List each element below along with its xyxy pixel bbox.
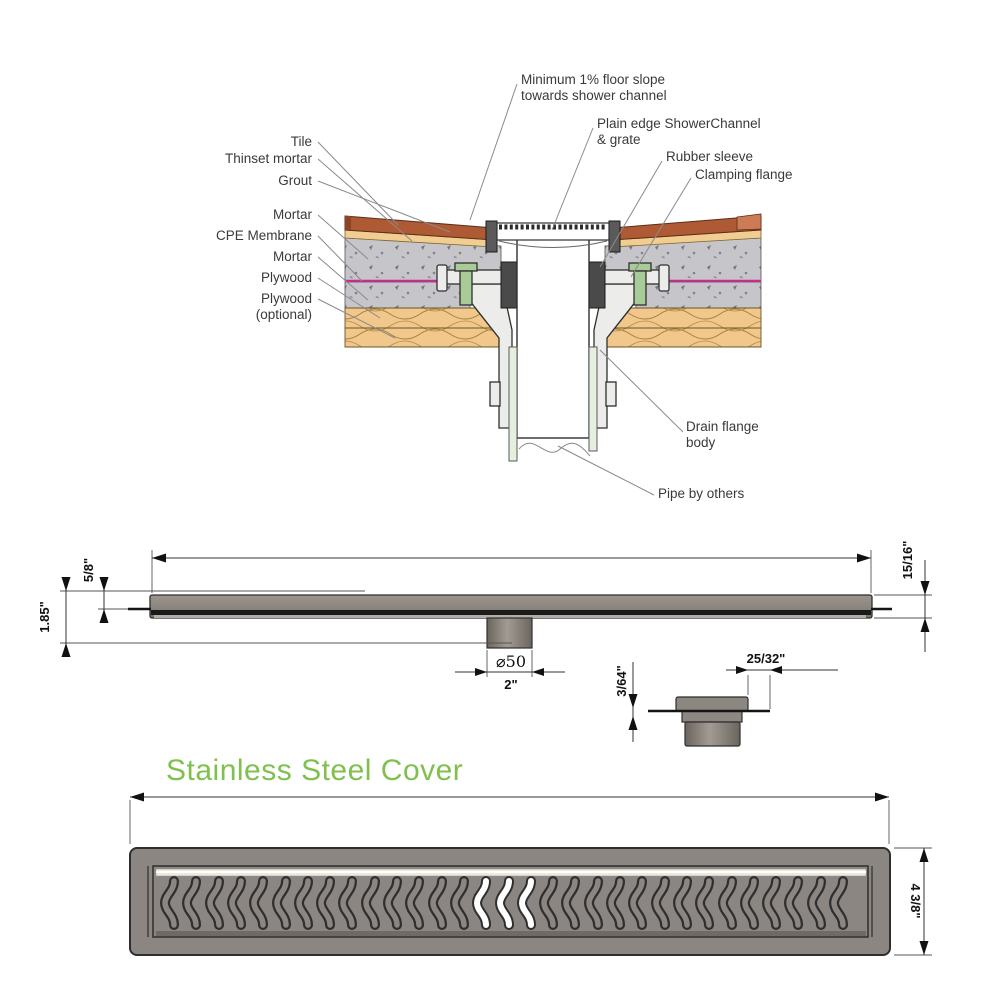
channel-bowl-line: [498, 240, 608, 248]
floor-slab-left: [344, 215, 502, 348]
dim-outlet-edge-offset: 25/32": [747, 651, 786, 666]
plywood-optional-layer: [606, 327, 762, 348]
label-pipe-by-others: Pipe by others: [658, 486, 745, 501]
flange-end-cap-left: [436, 264, 448, 292]
dim-body-height: 15/16": [900, 541, 915, 580]
label-floor-slope-2: towards shower channel: [521, 88, 667, 103]
outlet-end-view: [648, 696, 770, 747]
label-mortar-upper: Mortar: [273, 207, 313, 222]
pipe-wall-right: [588, 346, 598, 452]
dim-cover-height: 4 3/8": [908, 883, 923, 918]
channel-bottom-sliver: [154, 615, 866, 618]
label-rubber-sleeve: Rubber sleeve: [666, 149, 753, 164]
rubber-sleeve-right: [588, 261, 606, 309]
label-thinset: Thinset mortar: [225, 151, 313, 166]
cross-section-labels: Tile Thinset mortar Grout Mortar CPE Mem…: [216, 72, 793, 501]
end-view-taper: [681, 710, 743, 723]
dim-flange-thickness: 3/64": [614, 665, 629, 696]
end-view-outlet: [684, 721, 741, 747]
label-shower-channel-2: & grate: [597, 132, 641, 147]
cover-plan-view: Stainless Steel Cover: [129, 754, 932, 956]
cover-top-highlight: [156, 871, 866, 873]
mortar-lower-layer: [344, 281, 471, 309]
label-plywood: Plywood: [261, 270, 312, 285]
pipe-break-line: [518, 442, 591, 457]
rubber-sleeve-left: [500, 261, 518, 309]
grate-assembly: [485, 220, 621, 253]
label-plywood-optional-2: (optional): [256, 307, 312, 322]
label-plywood-optional: Plywood: [261, 291, 312, 306]
plywood-layer: [614, 307, 762, 329]
label-grout: Grout: [278, 173, 312, 188]
dim-total-height: 1.85": [37, 601, 52, 632]
plywood-layer: [344, 307, 492, 329]
tile-end-piece: [736, 213, 762, 231]
flange-foot-left: [489, 381, 501, 407]
dim-outlet-diameter-mm: ⌀50: [496, 652, 526, 671]
tile-edge: [345, 216, 351, 230]
flange-end-cap-right: [658, 264, 670, 292]
label-cpe-membrane: CPE Membrane: [216, 228, 312, 243]
cover-section-title: Stainless Steel Cover: [166, 754, 463, 787]
channel-shadow-line: [151, 610, 871, 615]
label-tile: Tile: [291, 134, 312, 149]
plywood-optional-layer: [344, 327, 500, 348]
side-view-drawing: 1.85" 5/8" 15/16" ⌀50 2" 3/64": [37, 541, 932, 747]
leader-lines: [317, 83, 692, 496]
label-clamping-flange: Clamping flange: [695, 167, 793, 182]
installation-cross-section: Tile Thinset mortar Grout Mortar CPE Mem…: [216, 72, 793, 501]
dim-outlet-diameter-in: 2": [504, 677, 517, 692]
label-shower-channel: Plain edge ShowerChannel: [597, 116, 761, 131]
grate-frame-left: [485, 220, 498, 253]
shower-channel-body: [516, 238, 590, 439]
bolt-left: [454, 262, 478, 306]
label-drain-flange-body: Drain flange: [686, 419, 759, 434]
label-drain-flange-body-2: body: [686, 435, 716, 450]
pipe-wall-left: [508, 346, 518, 462]
mortar-lower-layer: [635, 281, 762, 309]
flange-foot-right: [605, 381, 617, 407]
dim-top-depth: 5/8": [81, 558, 96, 582]
label-mortar-lower: Mortar: [273, 249, 313, 264]
cover-bottom-strip: [156, 931, 866, 936]
label-floor-slope: Minimum 1% floor slope: [521, 72, 665, 87]
end-view-body: [675, 696, 749, 712]
outlet-stub: [486, 617, 533, 649]
